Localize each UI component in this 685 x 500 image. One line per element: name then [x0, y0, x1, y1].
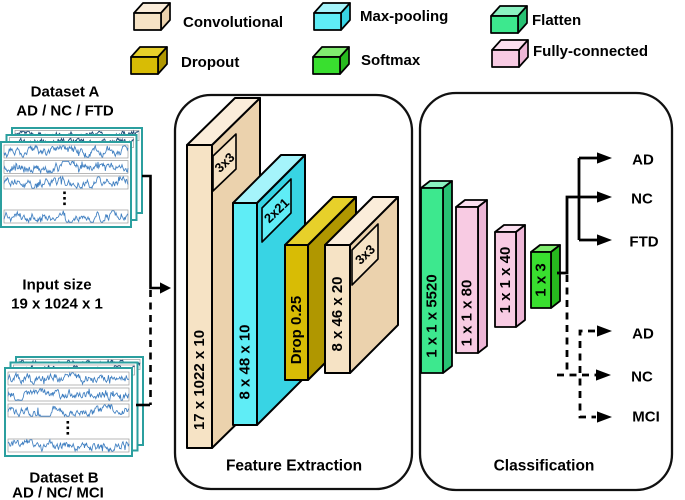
cube-icon-convolutional	[133, 2, 171, 31]
arrowhead-ftd	[597, 234, 612, 246]
eeg-frame-front	[0, 141, 132, 228]
legend-label: Convolutional	[183, 14, 283, 31]
cube-icon-dropout	[130, 46, 168, 75]
layer-softmax: 1 x 3	[530, 244, 561, 309]
output-label-mci: MCI	[632, 409, 660, 426]
layer-size-label: 1 x 3	[533, 263, 550, 296]
eeg-stack-a	[0, 127, 143, 228]
input-size-line1: Input size	[22, 277, 91, 294]
cube-icon-max-pooling	[313, 2, 351, 31]
legend-label: Softmax	[361, 52, 421, 69]
layer-conv2: 8 x 46 x 20 3x3	[324, 196, 399, 374]
dataset-b-classes: AD / NC/ MCI	[12, 485, 104, 500]
cube-icon-softmax	[312, 46, 350, 75]
vertical-ellipsis	[66, 421, 70, 435]
layer-fc1: 1 x 1 x 80	[455, 199, 488, 354]
input-size-label: Input size 19 x 1024 x 1	[11, 277, 103, 313]
legend-label: Fully-connected	[533, 43, 648, 60]
layer-size-label: 1 x 1 x 80	[459, 280, 476, 347]
arrowhead-mci-dashed	[597, 411, 612, 423]
kernel-box	[212, 133, 237, 192]
layer-size-label: 8 x 48 x 10	[237, 324, 254, 399]
arrowhead-nc	[597, 191, 612, 203]
eeg-frame-front	[4, 367, 133, 457]
dataset-a-classes: AD / NC / FTD	[16, 103, 114, 120]
dataset-a-solid-connector	[142, 174, 160, 290]
eeg-stack-b	[4, 356, 144, 457]
arrowhead-nc-dashed	[596, 369, 611, 381]
output-arrows-solid: AD NC FTD	[557, 152, 659, 275]
legend-item-flatten: Flatten	[490, 5, 581, 34]
arrowhead-ad-dashed	[597, 325, 612, 337]
input-size-line2: 19 x 1024 x 1	[11, 296, 103, 313]
layer-size-label: 1 x 1 x 5520	[424, 274, 441, 357]
legend-item-convolutional: Convolutional	[133, 2, 283, 31]
dataset-b-title: Dataset B	[29, 470, 98, 487]
classification-stage: 1 x 1 x 5520 1 x 1 x 80 1 x 1 x 40 1 x 3	[418, 91, 674, 492]
dataset-b-block: Dataset B AD / NC/ MCI	[4, 356, 144, 500]
layer-flatten: 1 x 1 x 5520	[420, 180, 453, 374]
input-arrowhead	[160, 282, 171, 294]
legend-label: Flatten	[532, 12, 581, 29]
layer-fc2: 1 x 1 x 40	[494, 224, 526, 328]
output-arrows-dashed: AD NC MCI	[557, 275, 660, 426]
legend-item-max-pooling: Max-pooling	[313, 2, 448, 31]
layer-size-label: 1 x 1 x 40	[497, 247, 514, 314]
layer-size-label: 8 x 46 x 20	[329, 276, 346, 351]
classification-caption: Classification	[494, 458, 595, 475]
legend-label: Max-pooling	[360, 8, 448, 25]
dataset-a-title: Dataset A	[31, 84, 100, 101]
legend-label: Dropout	[181, 54, 239, 71]
legend-item-fully-connected: Fully-connected	[491, 39, 648, 68]
vertical-ellipsis	[63, 191, 66, 206]
output-label-nc2: NC	[631, 369, 653, 386]
output-label-ad: AD	[632, 152, 654, 169]
legend-item-dropout: Dropout	[130, 46, 239, 75]
output-label-nc: NC	[631, 191, 653, 208]
output-label-ad2: AD	[632, 326, 654, 343]
input-connectors	[136, 174, 171, 407]
kernel-box	[351, 223, 379, 286]
feature-extraction-caption: Feature Extraction	[226, 458, 362, 475]
feature-extraction-stage: 17 x 1022 x 10 3x3 8 x 48 x 10 2x21 Drop…	[173, 93, 414, 491]
kernel-box	[261, 178, 292, 243]
cube-icon-fully-connected	[491, 39, 529, 68]
output-label-ftd: FTD	[629, 234, 658, 251]
legend: Convolutional Max-pooling Flatten	[130, 2, 648, 75]
layer-size-label: 17 x 1022 x 10	[191, 330, 208, 430]
layer-size-label: Drop 0.25	[288, 296, 305, 364]
dataset-a-block: Dataset A AD / NC / FTD	[0, 84, 143, 228]
legend-item-softmax: Softmax	[312, 46, 421, 75]
cube-icon-flatten	[490, 5, 528, 34]
arrowhead-ad	[597, 152, 612, 164]
